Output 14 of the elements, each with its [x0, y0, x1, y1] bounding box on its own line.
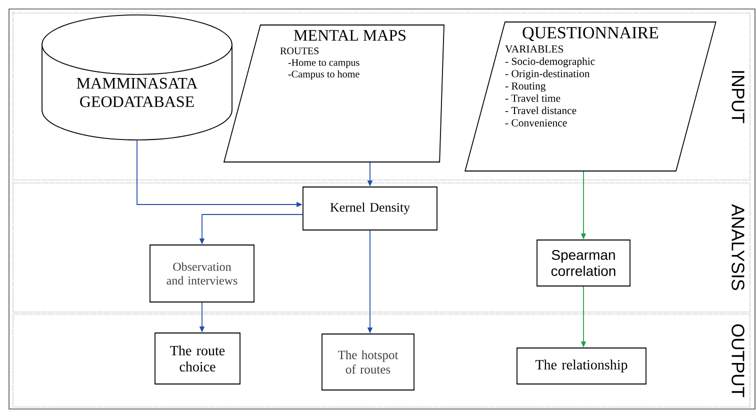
band-label: OUTPUT — [732, 324, 744, 398]
band-label: INPUT — [732, 71, 744, 124]
analysis-band — [12, 182, 751, 313]
input-band — [12, 12, 751, 181]
process-box: Spearman correlation — [536, 240, 630, 286]
process-box: Kernel Density — [302, 186, 438, 230]
output-box: The hotspot of routes — [322, 334, 414, 390]
output-box: The route choice — [154, 332, 240, 384]
database-cylinder: MAMMINASATA GEODATABASE — [42, 14, 232, 140]
band-label: ANALYSIS — [732, 204, 744, 290]
output-box: The relationship — [516, 348, 646, 384]
output-band — [12, 313, 751, 408]
data-parallelogram: QUESTIONNAIRE VARIABLES - Socio-demographic - Origin-destination - Routing - Travel time - Travel distance - Convenience — [464, 22, 716, 172]
process-box: Observation and interviews — [150, 244, 254, 302]
